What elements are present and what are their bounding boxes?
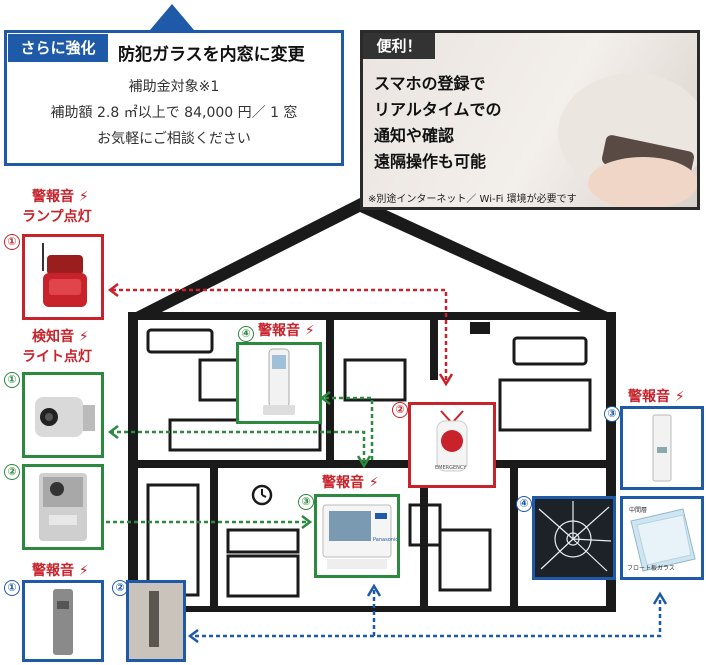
camera-label-detect: 検知音 ⚡ [32,329,89,345]
number-badge: ② [392,402,408,418]
convenience-line: スマホの登録で [374,74,486,93]
emergency-text: EMERGENCY [435,465,467,471]
convenience-line: 遠隔操作も可能 [374,152,487,171]
door-intercom-device [22,464,104,550]
number-badge: ① [4,580,20,596]
number-badge: ③ [604,406,620,422]
right-sensor-label-alarm: 警報音 ⚡ [628,389,685,405]
air-conditioner [512,336,588,366]
number-badge: ② [4,464,20,480]
number-badge: ③ [298,494,314,510]
number-badge: ④ [238,326,254,342]
info-subsidy: 補助金対象※1 [128,79,220,95]
camera-label-light: ライト点灯 [22,349,92,365]
number-badge: ① [4,234,20,250]
alarm-bolt-icon: ⚡ [78,563,89,579]
blue-link [372,590,662,638]
sensor-label-alarm: 警報音 ⚡ [32,563,89,579]
info-badge: さらに強化 [8,34,108,62]
handset-label-alarm: 警報音 ⚡ [258,323,315,339]
glass-float-label: フロート板ガラス [627,565,675,572]
alarm-bolt-icon: ⚡ [674,389,685,405]
convenience-line: 通知や確認 [374,126,455,145]
alarm-lamp-device [22,234,104,320]
number-badge: ① [4,372,20,388]
window-sensor-device [126,580,186,662]
main-monitor-device: Panasonic [314,494,400,578]
convenience-line: リアルタイムでの [374,100,502,119]
glass-gap-label: 中間層 [629,507,648,514]
wall-clock-icon [251,484,273,506]
alarm-bolt-icon: ⚡ [78,329,89,345]
monitor-brand: Panasonic [373,537,399,543]
air-conditioner [146,328,214,354]
green-link-camera [112,430,366,462]
smartphone-hand-image [558,73,697,207]
door-sensor-device [620,406,704,490]
alarm-bolt-icon: ⚡ [368,475,379,491]
convenience-badge: 便利！ [363,33,435,59]
info-consult: お気軽にご相談ください [97,131,251,147]
alarm-bolt-icon: ⚡ [304,323,315,339]
motion-sensor-device [22,580,104,662]
wireless-handset-device [236,342,322,424]
alarm-bolt-icon: ⚡ [78,189,89,205]
green-link-handset [325,396,374,462]
info-pointer [150,4,194,30]
lamp-label-light: ランプ点灯 [22,209,92,225]
red-link [112,288,448,380]
info-title: 防犯ガラスを内窓に変更 [118,45,305,65]
info-amount: 補助額 2.8 ㎡以上で 84,000 円／ 1 窓 [50,105,298,121]
house-roof-inner [150,212,594,318]
ceiling-lamp [470,322,490,334]
monitor-label-alarm: 警報音 ⚡ [322,475,379,491]
glass-structure-device: 中間層 フロート板ガラス [620,496,704,580]
convenience-note: ※別途インターネット／ Wi-Fi 環境が必要です [368,194,577,205]
security-camera-device [22,372,104,458]
number-badge: ④ [516,496,532,512]
lamp-label-alarm: 警報音 ⚡ [32,189,89,205]
security-glass-device [532,496,616,580]
emergency-button-device: EMERGENCY [408,402,496,488]
convenience-box [360,30,700,210]
